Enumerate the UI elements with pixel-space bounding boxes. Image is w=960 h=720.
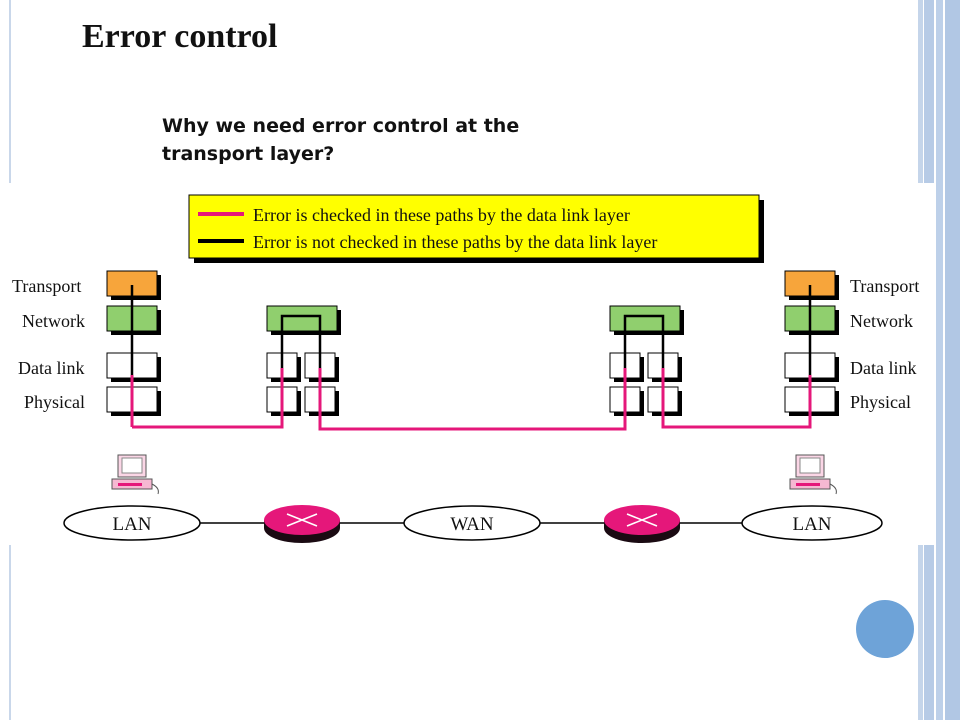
decor-bar (945, 0, 960, 720)
diagram-canvas: Error is checked in these paths by the d… (12, 194, 919, 543)
legend-not-checked-label: Error is not checked in these paths by t… (253, 232, 657, 252)
lan-label-right: LAN (792, 514, 831, 535)
lan-ellipse-left (63, 505, 201, 541)
layer-label-datalink-left: Data link (18, 358, 84, 378)
computer-icon-left (111, 454, 159, 495)
router-stack-2 (609, 305, 684, 416)
legend-checked-label: Error is checked in these paths by the d… (253, 205, 630, 225)
router-icon-2 (604, 505, 680, 543)
lan-ellipse-right (741, 505, 883, 541)
unchecked-paths (130, 285, 812, 375)
computer-icon-right (789, 454, 837, 495)
wan-ellipse (403, 505, 541, 541)
layer-label-transport-right: Transport (850, 276, 919, 296)
layer-label-physical-right: Physical (850, 392, 911, 412)
slide-question: Why we need error control at the transpo… (162, 115, 520, 165)
accent-circle (856, 600, 914, 658)
router-icon-1 (264, 505, 340, 543)
checked-paths (130, 368, 812, 431)
layer-label-network-right: Network (850, 311, 913, 331)
host-stack-right (784, 270, 839, 416)
legend: Error is checked in these paths by the d… (188, 194, 764, 263)
wan-label: WAN (450, 514, 494, 535)
router-stack-1 (266, 305, 341, 416)
layer-label-datalink-right: Data link (850, 358, 916, 378)
error-control-diagram: Error is checked in these paths by the d… (8, 183, 936, 545)
host-stack-left (106, 270, 161, 416)
layer-label-network-left: Network (22, 311, 85, 331)
slide-title: Error control (82, 18, 278, 55)
legend-box (188, 194, 760, 259)
lan-label-left: LAN (112, 514, 151, 535)
decor-bar (936, 0, 943, 720)
layer-label-physical-left: Physical (24, 392, 85, 412)
layer-label-transport-left: Transport (12, 276, 81, 296)
